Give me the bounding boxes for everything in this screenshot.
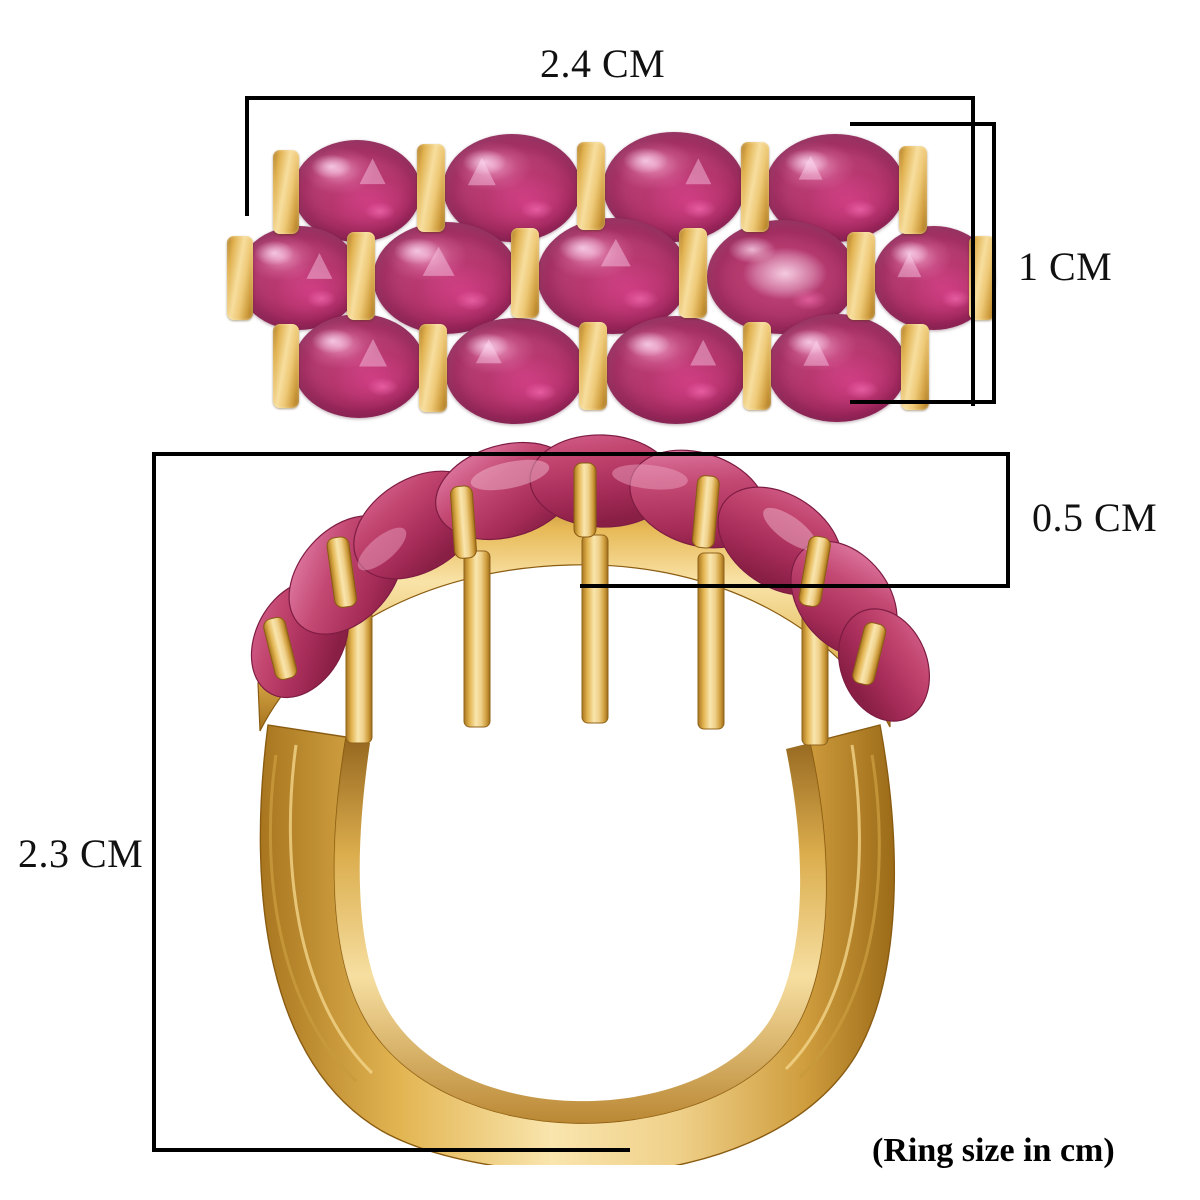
- diagram-caption: (Ring size in cm): [872, 1132, 1115, 1169]
- prong-top-1: [273, 150, 299, 234]
- prong-bottom-3: [579, 322, 607, 410]
- dim-thickness-label: 0.5 CM: [1032, 495, 1158, 540]
- prong-side-7: [852, 622, 887, 686]
- prong-mid-5: [847, 232, 875, 320]
- gem-bottom-3: [605, 316, 747, 424]
- prong-mid-3: [511, 228, 539, 318]
- shank-groove-left-2: [288, 744, 374, 1075]
- dim-thickness-top-line: [155, 452, 1010, 456]
- prong-mid-2: [347, 232, 375, 320]
- prong-side-6: [798, 535, 831, 607]
- prong-side-2: [326, 536, 357, 608]
- prong-side-1: [263, 616, 298, 680]
- gem-side-9: [837, 608, 931, 722]
- ring-side-view: [150, 425, 980, 1165]
- shank-groove-right-1: [798, 754, 881, 1079]
- side-prongs: [263, 462, 887, 686]
- prong-mid-4: [679, 228, 707, 318]
- prong-top-2: [417, 144, 445, 232]
- prong-mid-1: [227, 236, 253, 320]
- gallery-strut-2: [463, 550, 491, 728]
- dim-thickness-bot-line: [580, 584, 1010, 588]
- prong-top-4: [741, 142, 769, 232]
- dim-height-bot-line: [850, 400, 996, 404]
- ring-inner-edge: [334, 737, 827, 1124]
- prong-top-3: [577, 142, 605, 230]
- dim-thickness-right-tick: [1006, 452, 1010, 588]
- shank-groove-left-1: [268, 754, 358, 1083]
- gem-mid-3: [537, 218, 689, 334]
- prong-side-5: [691, 475, 720, 549]
- gem-bottom-4: [767, 314, 907, 422]
- dim-sideheight-bot-line: [152, 1148, 630, 1152]
- dim-width-label: 2.4 CM: [540, 41, 666, 86]
- dim-width-left-tick: [245, 96, 249, 216]
- prong-side-4: [573, 462, 597, 538]
- dim-width-right-tick: [971, 96, 975, 406]
- gem-bottom-2: [445, 318, 585, 424]
- gem-mid-1: [237, 226, 361, 330]
- gallery-strut-4: [697, 552, 725, 730]
- dim-sideheight-label: 2.3 CM: [18, 831, 144, 876]
- gem-top-1: [293, 140, 421, 242]
- ring-top-view: [227, 118, 995, 424]
- prong-bottom-5: [901, 324, 929, 410]
- dim-height-right-tick: [992, 122, 996, 404]
- prong-bottom-2: [419, 324, 447, 412]
- side-gem-highlights: [357, 459, 817, 571]
- prong-side-3: [450, 485, 477, 559]
- prong-top-5: [899, 146, 927, 234]
- dim-sideheight-left-tick: [152, 452, 156, 1152]
- dim-height-label: 1 CM: [1018, 244, 1113, 289]
- shank-groove-right-2: [784, 744, 861, 1071]
- dim-width-top-line: [245, 96, 975, 100]
- gallery-strut-3: [581, 534, 609, 724]
- prong-bottom-1: [273, 324, 299, 408]
- gem-bottom-1: [293, 314, 425, 418]
- prong-bottom-4: [743, 322, 771, 410]
- dim-height-top-line: [850, 122, 996, 126]
